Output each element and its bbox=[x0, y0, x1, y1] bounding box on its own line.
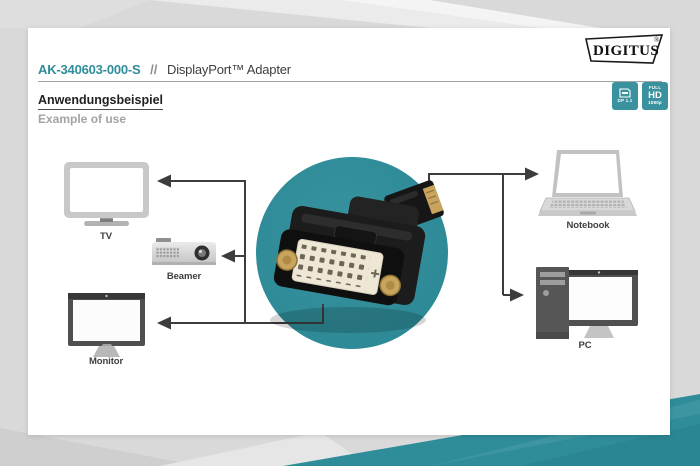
dvi-pin-grid bbox=[296, 244, 371, 289]
displayport-dvi-adapter bbox=[270, 180, 444, 333]
badge-fullhd-mid: HD bbox=[648, 89, 662, 101]
arrow-beamer bbox=[221, 249, 235, 263]
feature-badges: DP 1.1 FULL HD 1080p bbox=[612, 82, 668, 110]
arrow-pc bbox=[510, 288, 524, 302]
displayport-plug-icon bbox=[619, 88, 631, 98]
logo-frame bbox=[585, 34, 664, 64]
badge-dp-1-1: DP 1.1 bbox=[612, 82, 638, 110]
label-pc: PC bbox=[578, 340, 592, 351]
registered-mark: ® bbox=[654, 36, 660, 44]
product-title: DisplayPort™ Adapter bbox=[167, 62, 291, 77]
bg-streak bbox=[340, 0, 600, 28]
arrow-notebook bbox=[525, 167, 539, 181]
arrowheads bbox=[157, 167, 539, 330]
logo-text: DIGITUS bbox=[593, 43, 659, 59]
section-heading-en: Example of use bbox=[38, 112, 127, 126]
bg-polygon bbox=[160, 432, 370, 466]
digitus-logo: DIGITUS ® bbox=[585, 34, 664, 64]
header-divider bbox=[38, 81, 662, 82]
badge-full-hd: FULL HD 1080p bbox=[642, 82, 668, 110]
label-notebook: Notebook bbox=[566, 220, 610, 231]
laptop-icon bbox=[538, 150, 637, 216]
adapter-body bbox=[273, 196, 426, 306]
label-monitor: Monitor bbox=[88, 356, 124, 367]
projector-icon bbox=[152, 238, 216, 265]
badge-dp-label: DP 1.1 bbox=[617, 98, 633, 104]
badge-fullhd-bottom: 1080p bbox=[648, 100, 662, 106]
badge-fullhd-top: FULL bbox=[648, 84, 662, 90]
datasheet-card: DIGITUS ® AK-340603-000-S // DisplayPort… bbox=[28, 28, 670, 435]
bg-streak bbox=[0, 0, 150, 28]
label-beamer: Beamer bbox=[166, 271, 202, 282]
bg-streak bbox=[150, 0, 540, 28]
dvi-cross-slot bbox=[370, 269, 380, 278]
arrow-monitor bbox=[157, 316, 171, 330]
product-code: AK-340603-000-S bbox=[38, 62, 141, 77]
product-header: AK-340603-000-S // DisplayPort™ Adapter bbox=[38, 62, 291, 77]
header-separator: // bbox=[150, 62, 158, 77]
bg-polygon bbox=[0, 428, 200, 466]
arrow-tv bbox=[157, 174, 171, 188]
desktop-pc-icon bbox=[536, 267, 638, 339]
displayport-plug bbox=[384, 180, 444, 232]
section-heading-de: Anwendungsbeispiel bbox=[38, 93, 164, 110]
adapter-shadow bbox=[270, 307, 426, 333]
label-tv: TV bbox=[100, 231, 112, 242]
monitor-icon bbox=[68, 293, 145, 357]
connection-lines bbox=[170, 173, 526, 324]
tv-icon bbox=[64, 162, 149, 226]
